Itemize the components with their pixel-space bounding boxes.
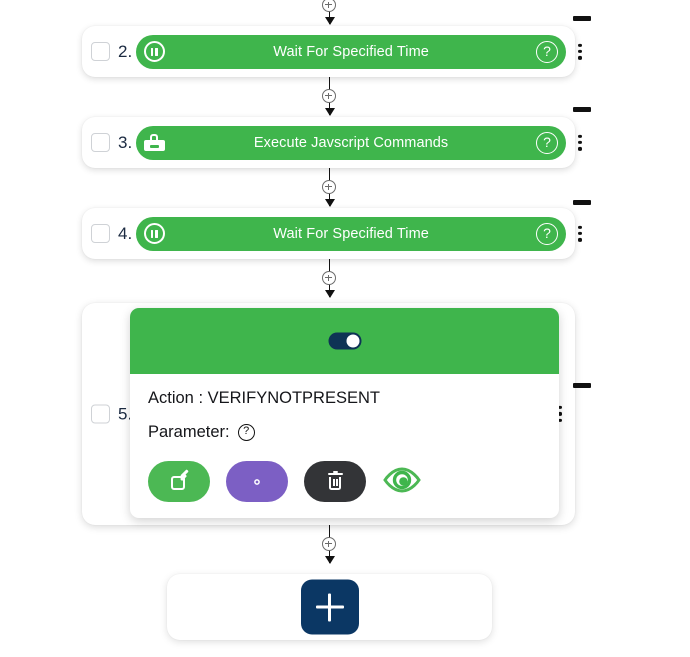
step-menu-button[interactable]: [573, 134, 587, 151]
pause-icon: [142, 222, 166, 246]
row-marker-dash: [573, 16, 591, 21]
edit-button[interactable]: [148, 461, 210, 502]
step-title: Wait For Specified Time: [273, 225, 429, 242]
connector-line: [329, 168, 331, 206]
step-title: Wait For Specified Time: [273, 43, 429, 60]
eye-icon: [382, 465, 422, 498]
workflow-step-row[interactable]: 2. Wait For Specified Time ?: [82, 26, 582, 77]
plus-circle-icon[interactable]: [322, 0, 336, 12]
workflow-step-row[interactable]: 4. Wait For Specified Time ?: [82, 208, 582, 259]
pause-icon: [142, 40, 166, 64]
step-enabled-toggle[interactable]: [328, 332, 361, 350]
connector-line: [329, 525, 331, 563]
add-step-button[interactable]: [300, 579, 359, 635]
help-icon[interactable]: ?: [536, 131, 558, 154]
connector-line: [329, 0, 331, 24]
connector-line: [329, 77, 331, 115]
step-title: Execute Javscript Commands: [253, 134, 449, 151]
step-menu-button[interactable]: [573, 225, 587, 242]
arrow-down-icon: [324, 108, 335, 116]
connector-line: [329, 259, 331, 297]
toolbox-icon: [142, 131, 166, 155]
step-number: 5.: [118, 404, 133, 424]
gear-icon: [248, 473, 266, 491]
settings-button[interactable]: [226, 461, 288, 502]
step-detail-body: Action : VERIFYNOTPRESENT Parameter: ?: [130, 374, 559, 518]
arrow-down-icon: [324, 199, 335, 207]
step-number: 4.: [118, 224, 133, 243]
plus-circle-icon[interactable]: [322, 537, 336, 551]
step-pill[interactable]: Wait For Specified Time ?: [136, 34, 566, 69]
parameter-row: Parameter: ?: [148, 423, 541, 442]
edit-icon: [170, 469, 189, 490]
step-detail-popup: Action : VERIFYNOTPRESENT Parameter: ?: [130, 308, 559, 518]
plus-icon: [315, 593, 344, 621]
help-icon[interactable]: ?: [536, 40, 558, 63]
step-checkbox[interactable]: [91, 133, 110, 152]
step-pill[interactable]: Execute Javscript Commands ?: [136, 125, 566, 160]
workflow-step-detail-row[interactable]: 5. Action : VERIFYNOTPRESENT Parameter: …: [82, 303, 575, 525]
arrow-down-icon: [324, 17, 335, 25]
row-marker-dash: [573, 383, 591, 388]
step-pill[interactable]: Wait For Specified Time ?: [136, 216, 566, 251]
plus-circle-icon[interactable]: [322, 89, 336, 103]
add-step-card[interactable]: [167, 574, 492, 640]
step-checkbox[interactable]: [91, 224, 110, 243]
parameter-label: Parameter:: [148, 423, 230, 441]
step-menu-button[interactable]: [573, 43, 587, 60]
plus-circle-icon[interactable]: [322, 271, 336, 285]
step-detail-header: [130, 308, 559, 374]
preview-button[interactable]: [382, 465, 422, 498]
action-label: Action : VERIFYNOTPRESENT: [148, 389, 380, 407]
plus-circle-icon[interactable]: [322, 180, 336, 194]
row-marker-dash: [573, 107, 591, 112]
step-checkbox[interactable]: [91, 404, 110, 424]
help-icon[interactable]: ?: [536, 222, 558, 245]
help-icon[interactable]: ?: [237, 424, 255, 441]
workflow-step-row[interactable]: 3. Execute Javscript Commands ?: [82, 117, 582, 168]
step-checkbox[interactable]: [91, 42, 110, 61]
connector-4-5[interactable]: [0, 259, 690, 298]
step-number: 2.: [118, 42, 133, 61]
row-marker-dash: [573, 200, 591, 205]
arrow-down-icon: [324, 556, 335, 564]
trash-icon: [327, 471, 343, 490]
toggle-knob: [346, 334, 359, 348]
step-action-buttons: [148, 461, 541, 502]
step-row-left: 5.: [91, 404, 134, 424]
step-number: 3.: [118, 133, 133, 152]
delete-button[interactable]: [304, 461, 366, 502]
step-menu-button[interactable]: [553, 405, 567, 423]
connector-5-add[interactable]: [0, 525, 690, 564]
arrow-down-icon: [324, 290, 335, 298]
